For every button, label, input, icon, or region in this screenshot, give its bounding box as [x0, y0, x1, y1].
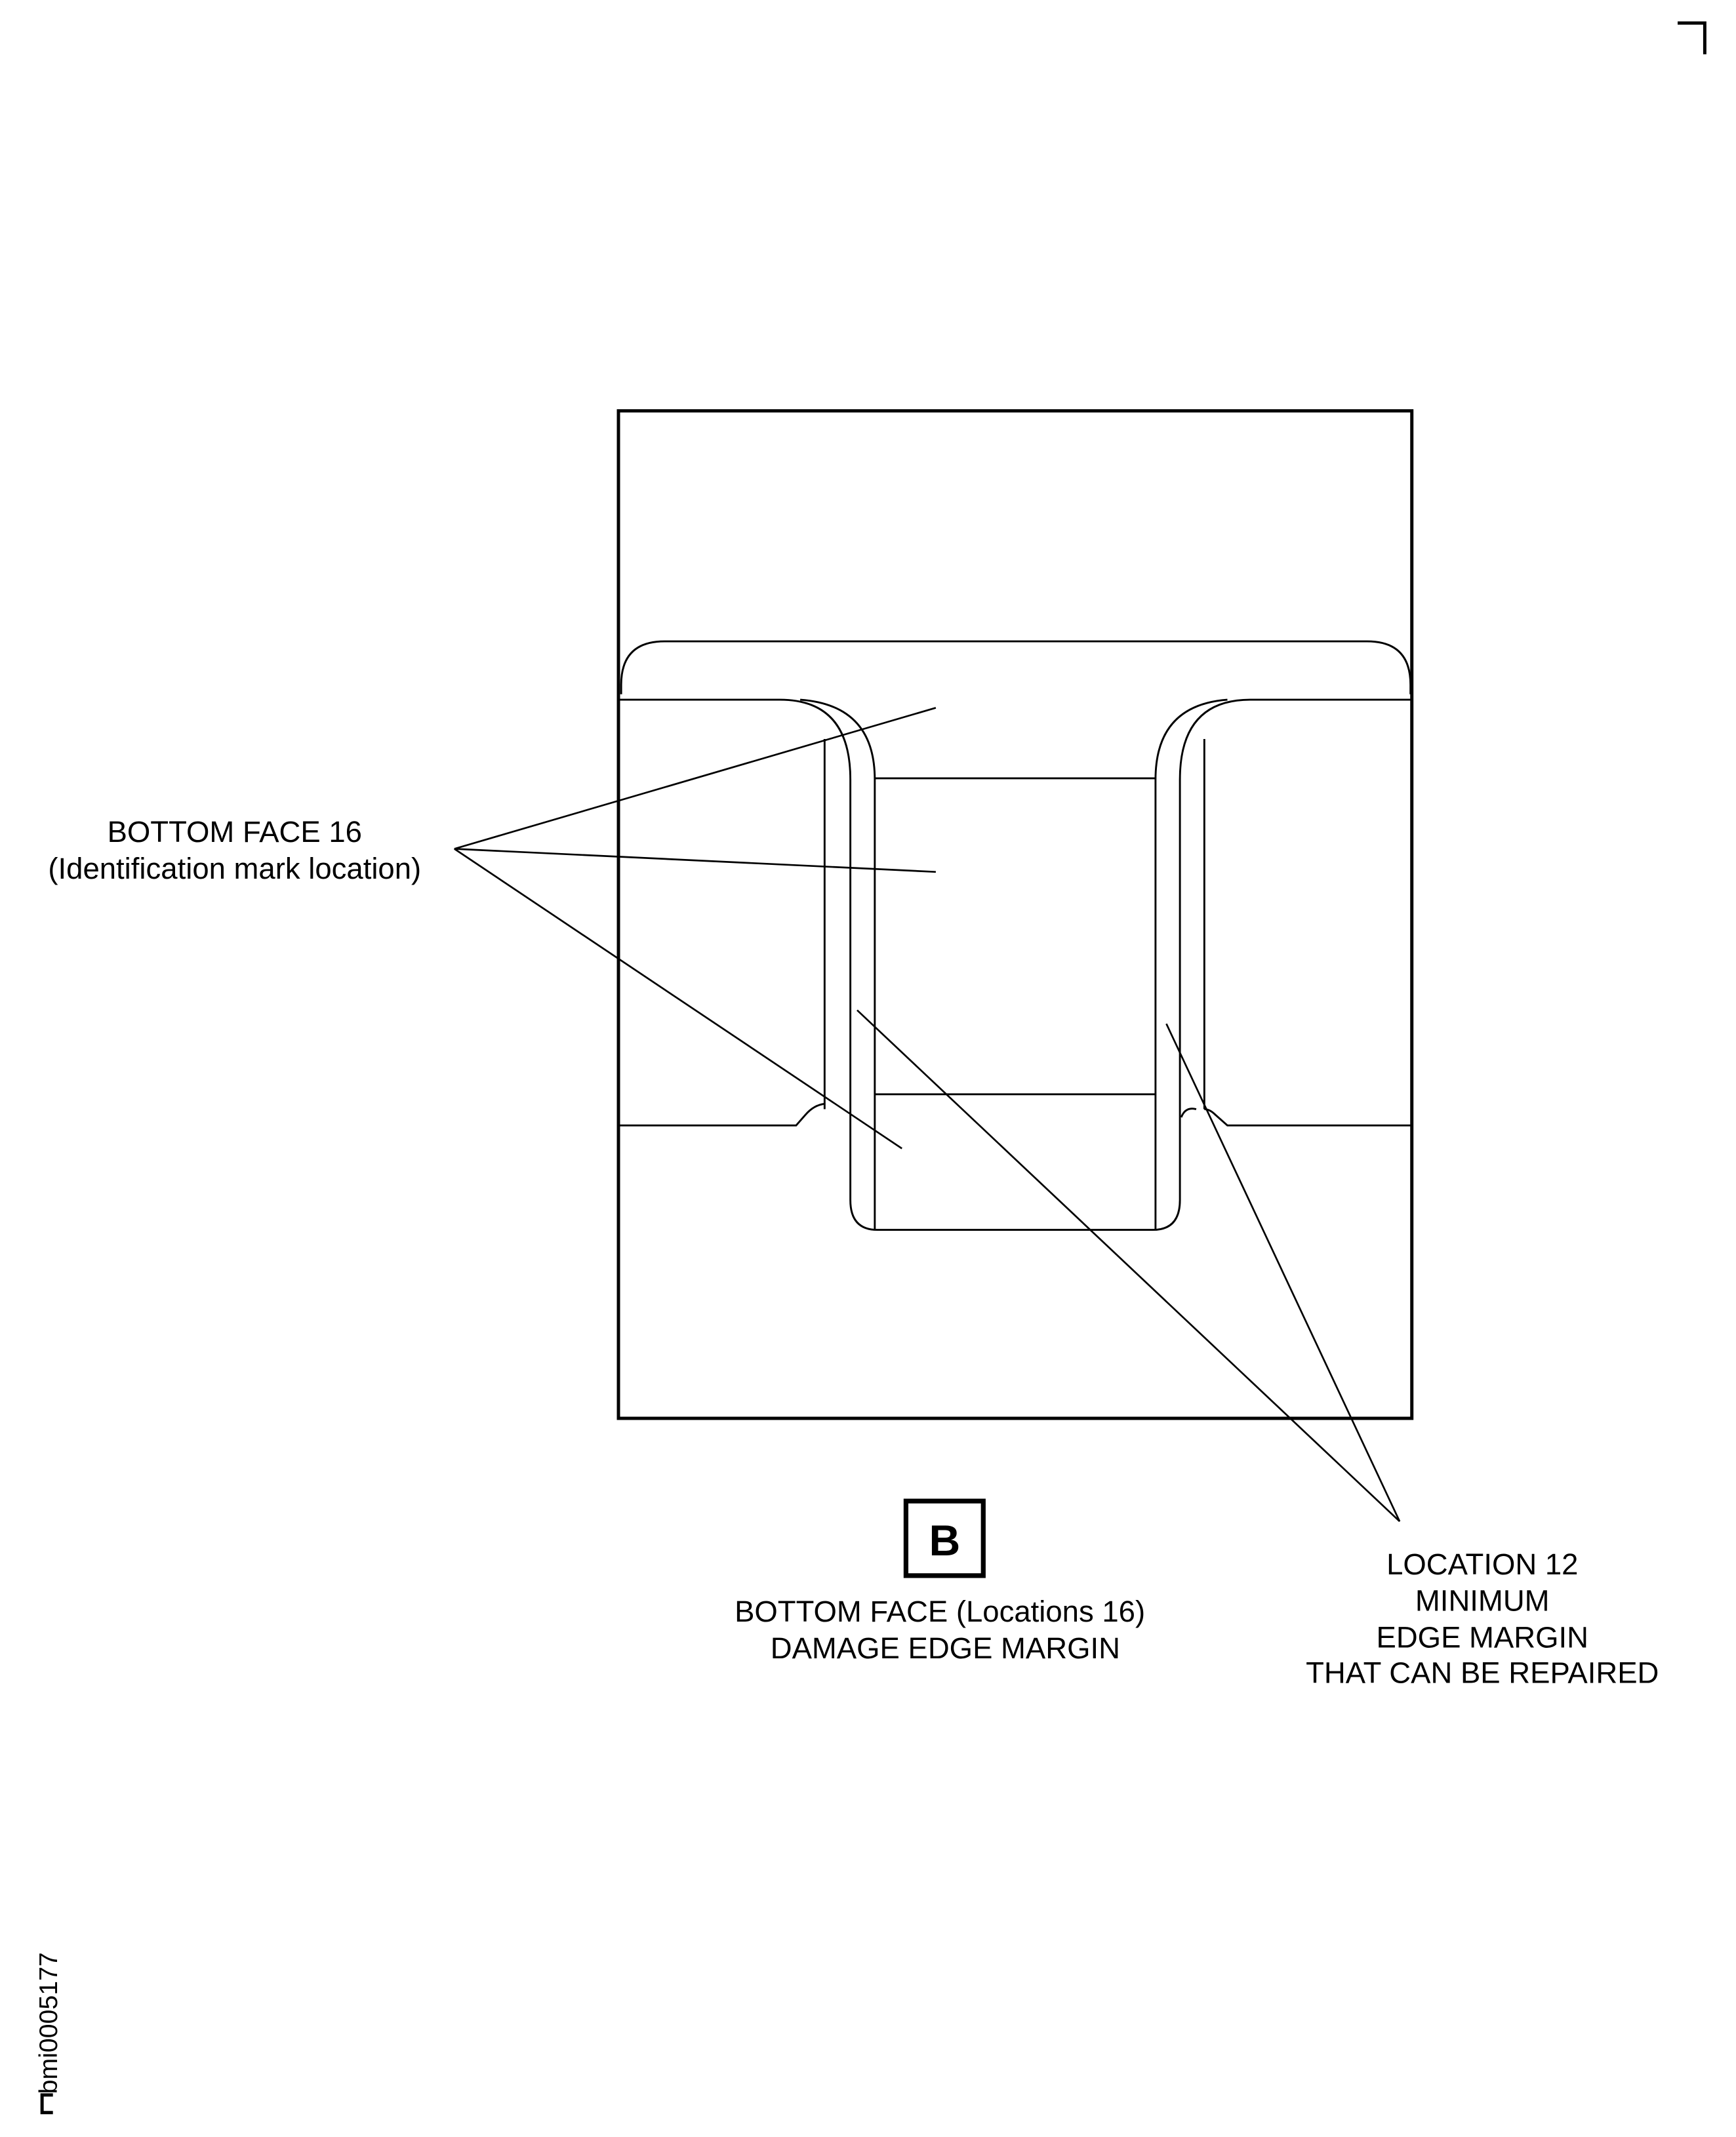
view-letter: B — [929, 1517, 960, 1565]
location-12-label-line4: THAT CAN BE REPAIRED — [1306, 1656, 1659, 1689]
bottom-face-label-line2: (Identification mark location) — [48, 852, 421, 885]
view-caption-line1: BOTTOM FACE (Locations 16) — [735, 1595, 1145, 1628]
location-12-label-line1: LOCATION 12 — [1386, 1548, 1578, 1581]
upper-band — [620, 640, 1412, 694]
figure-id-bracket — [40, 2093, 53, 2115]
leader-lines-bottom-face — [454, 707, 937, 1149]
leader-lines-location-12 — [857, 1009, 1401, 1523]
lower-right-step — [1204, 1108, 1412, 1127]
view-caption-line2: DAMAGE EDGE MARGIN — [771, 1631, 1120, 1665]
view-letter-box — [903, 1498, 986, 1578]
corner-crop-mark — [1678, 21, 1706, 54]
figure-id: bmi0005177 — [34, 1952, 63, 2094]
location-12-label-line2: MINIMUM — [1415, 1584, 1550, 1618]
part-outline — [616, 409, 1414, 1420]
slot-inner-right — [1154, 698, 1228, 1230]
bottom-face-label-line1: BOTTOM FACE 16 — [108, 815, 362, 849]
right-small-arc — [1180, 1108, 1197, 1118]
location-12-label-line3: EDGE MARGIN — [1377, 1620, 1588, 1654]
lower-left-step — [618, 1102, 825, 1127]
slot-inner-left — [799, 698, 876, 1230]
slot-outer-edge — [618, 698, 1412, 1231]
